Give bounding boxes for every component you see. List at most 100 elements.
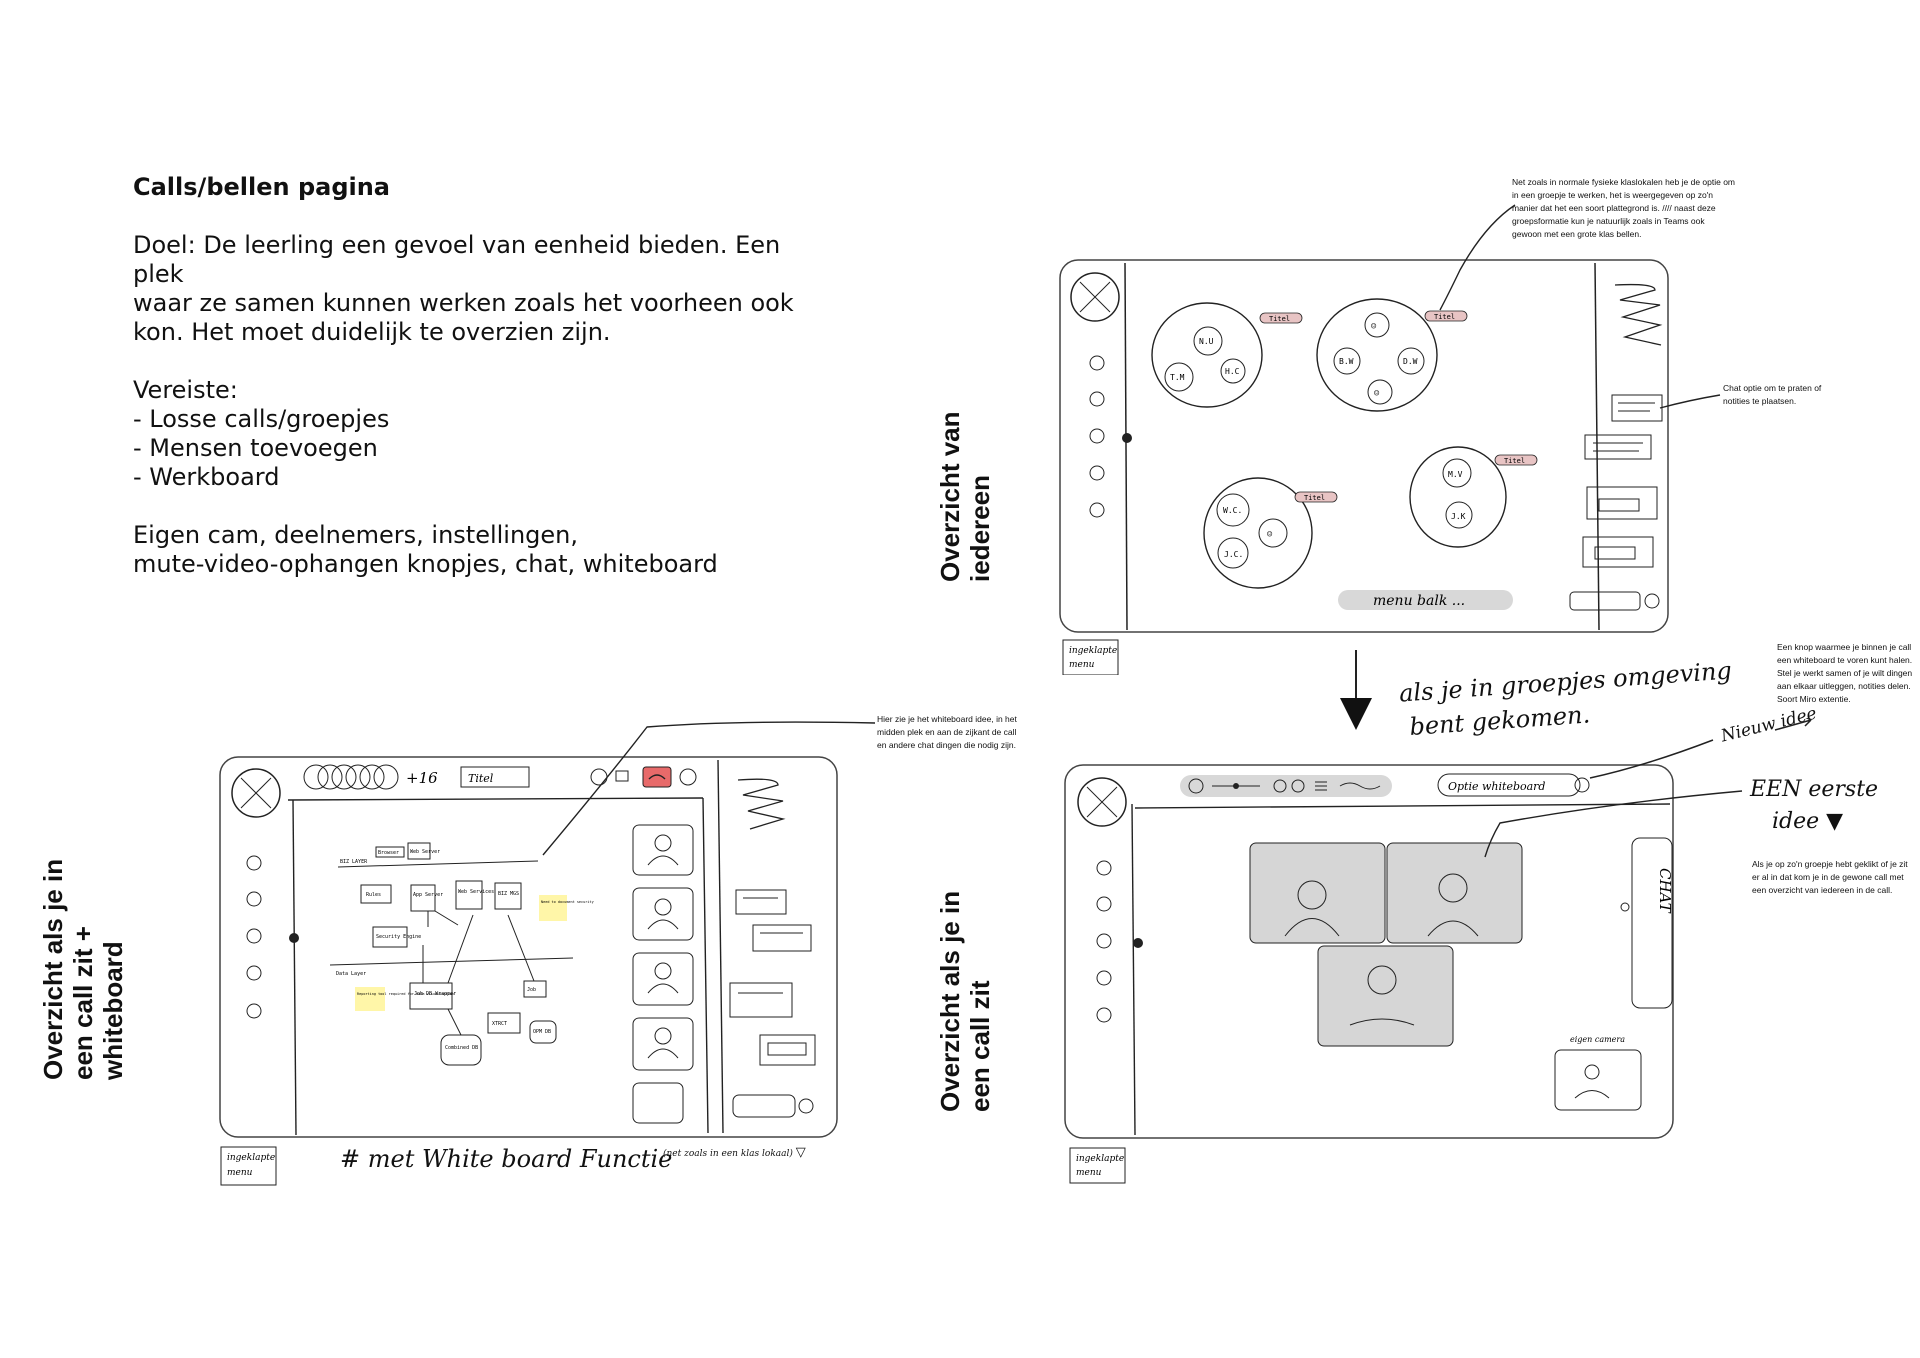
- sticky-note[interactable]: [355, 987, 385, 1011]
- svg-text:ingeklapte: ingeklapte: [1076, 1154, 1124, 1164]
- svg-text:Security Engine: Security Engine: [376, 934, 421, 940]
- pointer-line: [1659, 394, 1721, 409]
- svg-text:N.U: N.U: [1199, 337, 1214, 346]
- video-tile[interactable]: [1386, 842, 1523, 944]
- svg-text:Combined DB: Combined DB: [445, 1045, 478, 1051]
- group-blob[interactable]: Titel ☺ B.W D.W ☺: [1316, 298, 1468, 412]
- chat-scribble: [737, 778, 786, 830]
- group-tag: Titel: [1269, 315, 1290, 323]
- svg-text:Titel: Titel: [1304, 494, 1325, 502]
- send-icon[interactable]: [1644, 593, 1660, 609]
- chat-toggle-icon[interactable]: [1620, 902, 1630, 912]
- collapse-toggle-icon[interactable]: [1122, 433, 1132, 443]
- svg-text:XTRCT: XTRCT: [492, 1021, 507, 1027]
- note-group-click: Als je op zo'n groepje hebt geklikt of j…: [1752, 859, 1908, 895]
- svg-text:J.C.: J.C.: [1224, 550, 1243, 559]
- sidebar-icons[interactable]: [1089, 355, 1105, 518]
- svg-text:T.M: T.M: [1170, 373, 1185, 382]
- sidebar-icons[interactable]: [1096, 860, 1112, 1023]
- settings-icon[interactable]: [679, 768, 697, 786]
- video-icon[interactable]: [615, 770, 629, 782]
- svg-text:☺: ☺: [1267, 530, 1273, 540]
- sticky-note[interactable]: [539, 895, 567, 921]
- svg-text:Data Layer: Data Layer: [336, 971, 366, 977]
- chat-input[interactable]: [1569, 591, 1641, 611]
- req-item: - Mensen toevoegen: [133, 434, 378, 462]
- svg-text:Need to document security: Need to document security: [541, 900, 594, 904]
- features-line: Eigen cam, deelnemers, instellingen,: [133, 521, 579, 549]
- hangup-button[interactable]: [642, 766, 672, 788]
- chat-input[interactable]: [732, 1094, 796, 1118]
- svg-text:Web Services: Web Services: [458, 889, 494, 895]
- svg-text:Rules: Rules: [366, 892, 381, 898]
- sidebar-icons[interactable]: [246, 855, 262, 1019]
- brief-requirements: Vereiste: - Losse calls/groepjes - Mense…: [133, 376, 813, 492]
- svg-text:OPM DB: OPM DB: [533, 1029, 551, 1035]
- svg-text:Titel: Titel: [1504, 457, 1525, 465]
- req-item: - Werkboard: [133, 463, 280, 491]
- logo-icon: [231, 768, 281, 818]
- svg-text:M.V: M.V: [1448, 470, 1463, 479]
- group-blob[interactable]: Titel W.C. J.C. ☺: [1203, 477, 1338, 589]
- logo-icon: [1077, 777, 1127, 827]
- group-blob[interactable]: Titel N.U T.M H.C: [1151, 302, 1303, 408]
- whiteboard-option-button[interactable]: [1437, 773, 1581, 797]
- send-icon[interactable]: [798, 1098, 814, 1114]
- sketch-call-whiteboard: +16 Titel BIZ LAYER Data Layer Browser W…: [219, 756, 838, 1186]
- chat-bubbles: [1582, 394, 1663, 568]
- svg-text:J.K: J.K: [1451, 512, 1466, 521]
- svg-text:Job: Job: [527, 987, 536, 993]
- whiteboard-icon[interactable]: [1574, 777, 1590, 793]
- menu-bar[interactable]: [1338, 590, 1513, 610]
- svg-text:Titel: Titel: [1434, 313, 1455, 321]
- label-overview-everyone: Overzicht van iedereen: [935, 411, 995, 582]
- svg-text:ingeklapte: ingeklapte: [227, 1153, 275, 1163]
- svg-text:BIZ LAYER: BIZ LAYER: [340, 859, 368, 865]
- svg-text:☺: ☺: [1374, 389, 1380, 399]
- svg-text:B.W: B.W: [1339, 357, 1354, 366]
- svg-text:Browser: Browser: [378, 850, 399, 856]
- svg-text:menu: menu: [1069, 660, 1095, 670]
- video-tile[interactable]: [1249, 842, 1386, 944]
- svg-text:menu: menu: [227, 1168, 253, 1178]
- whiteboard-caption: (net zoals in een klas lokaal) ▽: [663, 1145, 806, 1160]
- sketch-in-call: Optie whiteboard CHAT eigen camera ingek…: [1064, 764, 1674, 1184]
- features-line: mute-video-ophangen knopjes, chat, white…: [133, 550, 718, 578]
- svg-text:ingeklapte: ingeklapte: [1069, 646, 1117, 656]
- video-tile[interactable]: [1317, 945, 1454, 1047]
- collapse-toggle-icon[interactable]: [289, 933, 299, 943]
- svg-text:Optie whiteboard: Optie whiteboard: [1448, 780, 1545, 793]
- svg-text:eigen camera: eigen camera: [1570, 1035, 1625, 1044]
- participant-tiles[interactable]: [632, 824, 694, 1124]
- chat-scribble: [1614, 283, 1663, 346]
- window-frame: [1059, 259, 1669, 633]
- own-camera-tile[interactable]: [632, 1082, 684, 1124]
- pointer-line: [1439, 204, 1516, 311]
- title-field[interactable]: [460, 766, 530, 788]
- pointer-line: [542, 721, 876, 856]
- own-camera-tile[interactable]: [1554, 1049, 1642, 1111]
- down-arrow-icon: [1340, 650, 1372, 730]
- pointer-line: [1484, 790, 1743, 858]
- brief-features: Eigen cam, deelnemers, instellingen, mut…: [133, 521, 813, 579]
- label-in-call: Overzicht als je in een call zit: [935, 890, 995, 1112]
- collapsed-menu-note: [1069, 1147, 1126, 1184]
- group-blob[interactable]: Titel M.V J.K: [1409, 446, 1538, 548]
- chat-tab[interactable]: [1631, 837, 1673, 1009]
- svg-text:W.C.: W.C.: [1223, 506, 1242, 515]
- svg-text:D.W: D.W: [1403, 357, 1418, 366]
- brief-block: Calls/bellen pagina Doel: De leerling ee…: [133, 173, 813, 608]
- svg-text:H.C: H.C: [1225, 367, 1240, 376]
- participant-avatars[interactable]: [303, 764, 399, 790]
- brief-title: Calls/bellen pagina: [133, 173, 391, 201]
- collapsed-menu-note: [220, 1146, 277, 1186]
- svg-text:Web Server: Web Server: [410, 849, 440, 855]
- brief-goal: Doel: De leerling een gevoel van eenheid…: [133, 231, 813, 347]
- goal-line: kon. Het moet duidelijk te overzien zijn…: [133, 318, 611, 346]
- collapse-toggle-icon[interactable]: [1133, 938, 1143, 948]
- goal-line: Doel: De leerling een gevoel van eenheid…: [133, 231, 781, 288]
- whiteboard-canvas[interactable]: BIZ LAYER Data Layer Browser Web Server …: [329, 842, 594, 1066]
